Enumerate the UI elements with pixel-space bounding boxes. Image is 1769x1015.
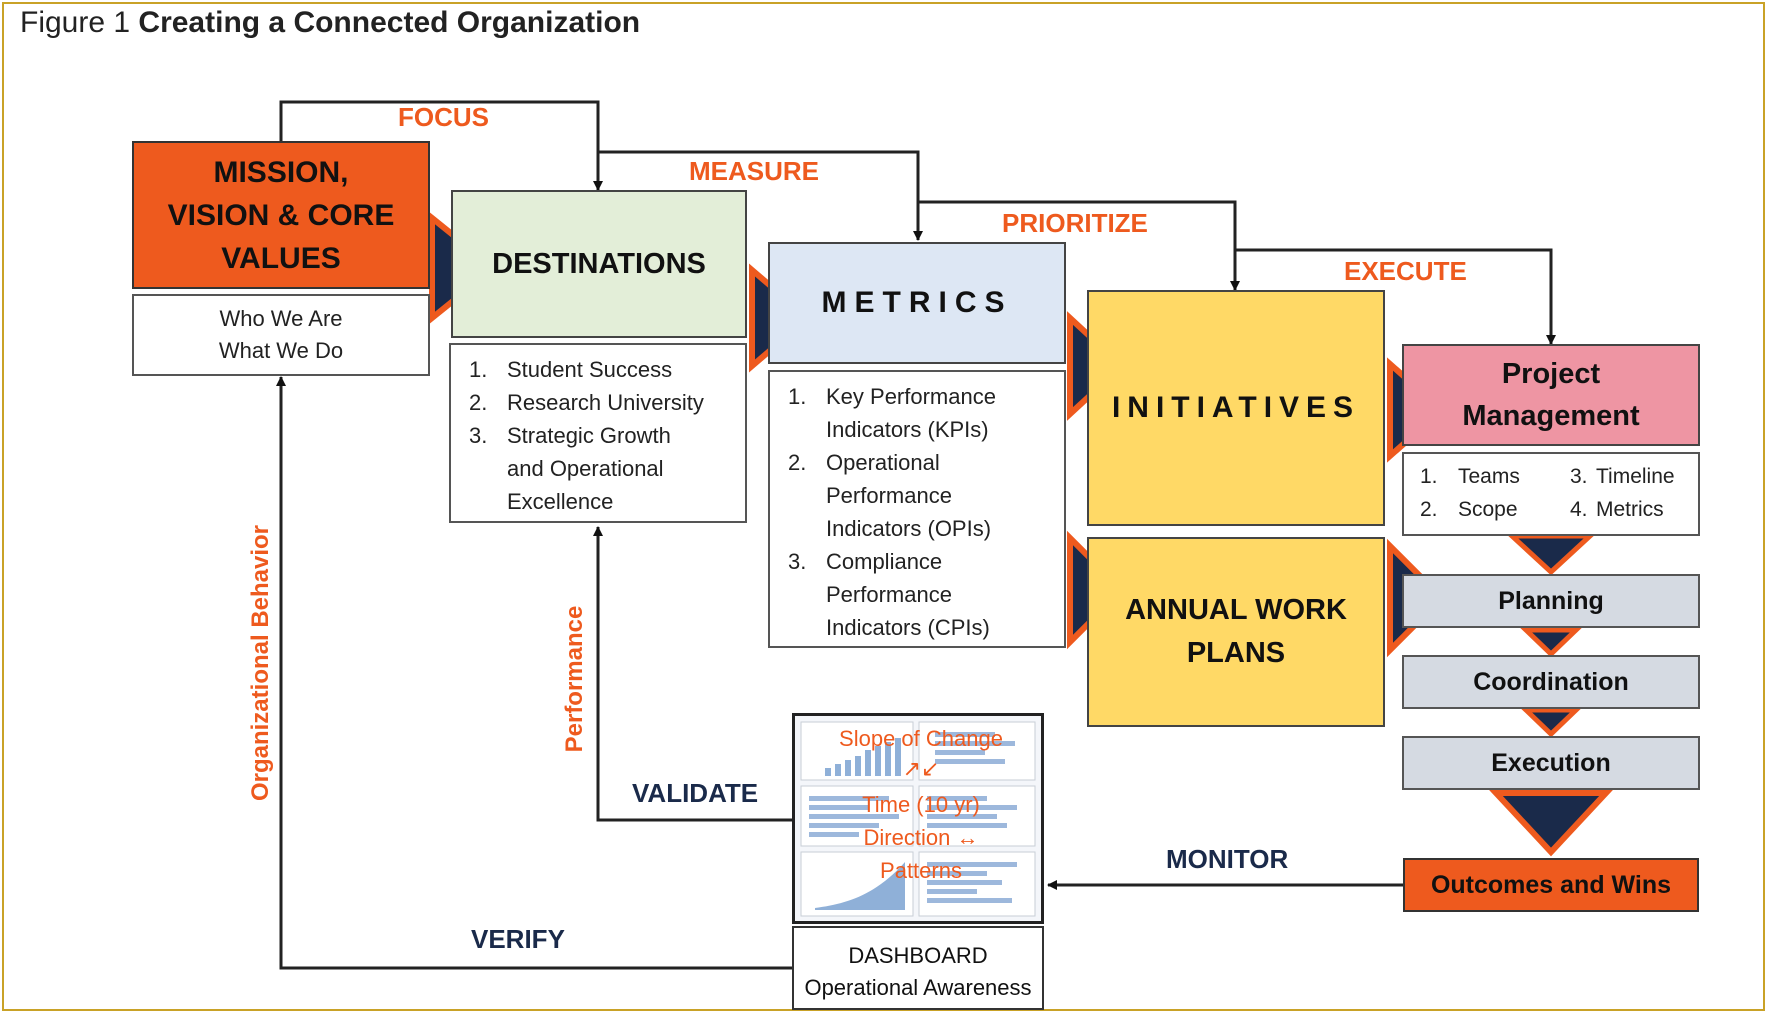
list-item: 1.Teams — [1420, 465, 1520, 488]
mission-subtitle-line-1: Who We Are — [219, 306, 343, 331]
project-management-line-2: Management — [1462, 400, 1640, 432]
annual-work-plans-line-1: ANNUAL WORK — [1125, 594, 1347, 626]
dashboard-overlay-time: Time (10 yr) — [862, 792, 980, 817]
dashboard-caption-line-2: Operational Awareness — [804, 975, 1032, 1000]
list-item: 2.Operational Performance Indicators (OP… — [788, 450, 992, 541]
dashboard-overlay-direction: Direction ↔ — [863, 825, 979, 850]
project-management-box: Project Management — [1402, 344, 1700, 446]
initiatives-title: INITIATIVES — [1111, 391, 1361, 424]
figure-title: Figure 1 Creating a Connected Organizati… — [20, 6, 640, 40]
dashboard-caption-line-1: DASHBOARD — [848, 943, 988, 968]
list-item: 4.Metrics — [1570, 498, 1664, 521]
label-verify: VERIFY — [471, 924, 565, 954]
figure-title-text: Creating a Connected Organization — [138, 6, 641, 39]
dashboard-thumbnail: Slope of Change ↗↙ Time (10 yr) Directio… — [792, 713, 1044, 924]
metrics-box: METRICS — [768, 242, 1066, 364]
step-execution: Execution — [1402, 736, 1700, 790]
outcomes-label: Outcomes and Wins — [1430, 870, 1672, 899]
mission-title-line-2: VISION & CORE — [167, 198, 395, 232]
label-organizational-behavior: Organizational Behavior — [247, 524, 274, 802]
annual-work-plans-line-2: PLANS — [1186, 637, 1286, 669]
mission-box: MISSION, VISION & CORE VALUES — [132, 141, 430, 289]
mission-subtitle-box: Who We Are What We Do — [132, 294, 430, 376]
label-prioritize: PRIORITIZE — [1002, 208, 1148, 238]
dashboard-overlay-arrows: ↗↙ — [902, 756, 940, 781]
dashboard-caption: DASHBOARD Operational Awareness — [792, 926, 1044, 1010]
mission-title-line-3: VALUES — [221, 241, 341, 275]
list-item: 2.Research University — [469, 390, 704, 415]
label-validate: VALIDATE — [632, 778, 759, 808]
label-focus: FOCUS — [398, 102, 489, 132]
dashboard-overlay-patterns: Patterns — [880, 858, 962, 883]
destinations-list: 1.Student Success 2.Research University … — [449, 343, 747, 523]
measure-connector — [598, 150, 923, 241]
label-measure: MEASURE — [689, 156, 820, 186]
chevron-coordination-execution — [1519, 707, 1583, 738]
step-coordination: Coordination — [1402, 655, 1700, 709]
label-execute: EXECUTE — [1344, 256, 1467, 286]
list-item: 3.Timeline — [1570, 465, 1675, 488]
project-management-list: 1.Teams 3.Timeline 2.Scope 4.Metrics — [1402, 452, 1700, 536]
list-item: 3.Strategic Growth and Operational Excel… — [469, 423, 671, 514]
list-item: 2.Scope — [1420, 498, 1518, 521]
project-management-line-1: Project — [1501, 358, 1601, 390]
label-monitor: MONITOR — [1166, 844, 1289, 874]
focus-connector — [279, 100, 603, 191]
mission-subtitle-line-2: What We Do — [218, 338, 344, 363]
prioritize-connector — [918, 200, 1240, 291]
annual-work-plans-box: ANNUAL WORK PLANS — [1087, 537, 1385, 727]
figure-number: Figure 1 — [20, 6, 131, 39]
list-item: 1.Key Performance Indicators (KPIs) — [788, 384, 996, 442]
outcomes-box: Outcomes and Wins — [1403, 858, 1699, 912]
destinations-title: DESTINATIONS — [492, 247, 706, 280]
mission-title-line-1: MISSION, — [213, 155, 349, 189]
chevron-project-planning — [1505, 533, 1597, 576]
metrics-title: METRICS — [821, 286, 1013, 319]
metrics-list: 1.Key Performance Indicators (KPIs) 2.Op… — [768, 370, 1066, 648]
label-performance: Performance — [561, 605, 588, 753]
destinations-box: DESTINATIONS — [451, 190, 747, 338]
list-item: 1.Student Success — [469, 357, 673, 382]
step-planning: Planning — [1402, 574, 1700, 628]
execute-connector — [1235, 248, 1556, 345]
chevron-execution-outcomes — [1489, 790, 1613, 857]
process-chevrons — [1489, 533, 1613, 857]
verify-connector — [276, 376, 792, 970]
initiatives-box: INITIATIVES — [1087, 290, 1385, 526]
dashboard-overlay-slope: Slope of Change — [839, 726, 1003, 751]
dashboard-mini-charts — [800, 721, 1036, 917]
validate-connector — [593, 526, 792, 822]
chevron-planning-coordination — [1519, 627, 1583, 658]
list-item: 3.Compliance Performance Indicators (CPI… — [788, 549, 990, 640]
